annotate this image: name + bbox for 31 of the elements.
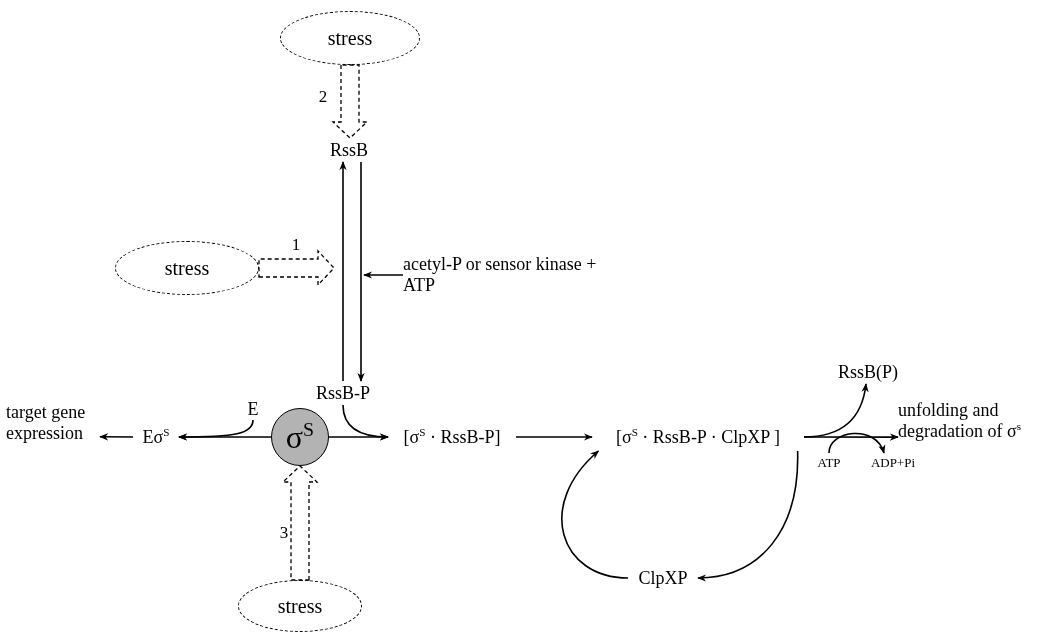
edge-label: 1: [291, 235, 301, 255]
complex-label: [σ$^{S}$ · RssB-P]: [388, 423, 516, 451]
complex-label: [σ$^{S}$ · RssB-P · ClpXP ]: [592, 423, 804, 451]
arrow: [363, 271, 404, 279]
outcome-label: target gene expression: [6, 400, 100, 446]
product-label: ADP+Pi: [862, 453, 924, 471]
protein-label: RssB-P: [303, 381, 383, 405]
protein-label: RssB: [318, 138, 380, 162]
protein-label: RssB(P): [826, 360, 910, 384]
arrow: [339, 161, 347, 382]
curved-arrow: [178, 419, 254, 441]
arrow: [357, 161, 365, 382]
curved-arrow: [342, 404, 389, 441]
sigma-circle: σ$^{S}$: [271, 408, 329, 466]
block-arrow: [331, 64, 369, 139]
arrow: [99, 433, 134, 441]
curved-arrow: [561, 450, 629, 579]
edge-label: 3: [279, 523, 289, 543]
curved-arrow: [828, 432, 885, 454]
curved-arrow: [803, 383, 869, 438]
block-arrow: [258, 249, 335, 287]
reactant-label: acetyl-P or sensor kinase + ATP: [403, 254, 608, 296]
reactant-label: E: [244, 398, 262, 420]
arrow: [515, 433, 593, 441]
reactant-label: ATP: [812, 453, 846, 471]
edge-label: 2: [318, 87, 328, 107]
curved-arrow: [697, 450, 799, 582]
protein-label: ClpXP: [628, 566, 698, 590]
complex-label: Eσ$^{S}$: [133, 423, 179, 451]
block-arrow: [281, 465, 319, 581]
outcome-label: unfolding and degradation of σ$^{s}$: [898, 398, 1060, 444]
